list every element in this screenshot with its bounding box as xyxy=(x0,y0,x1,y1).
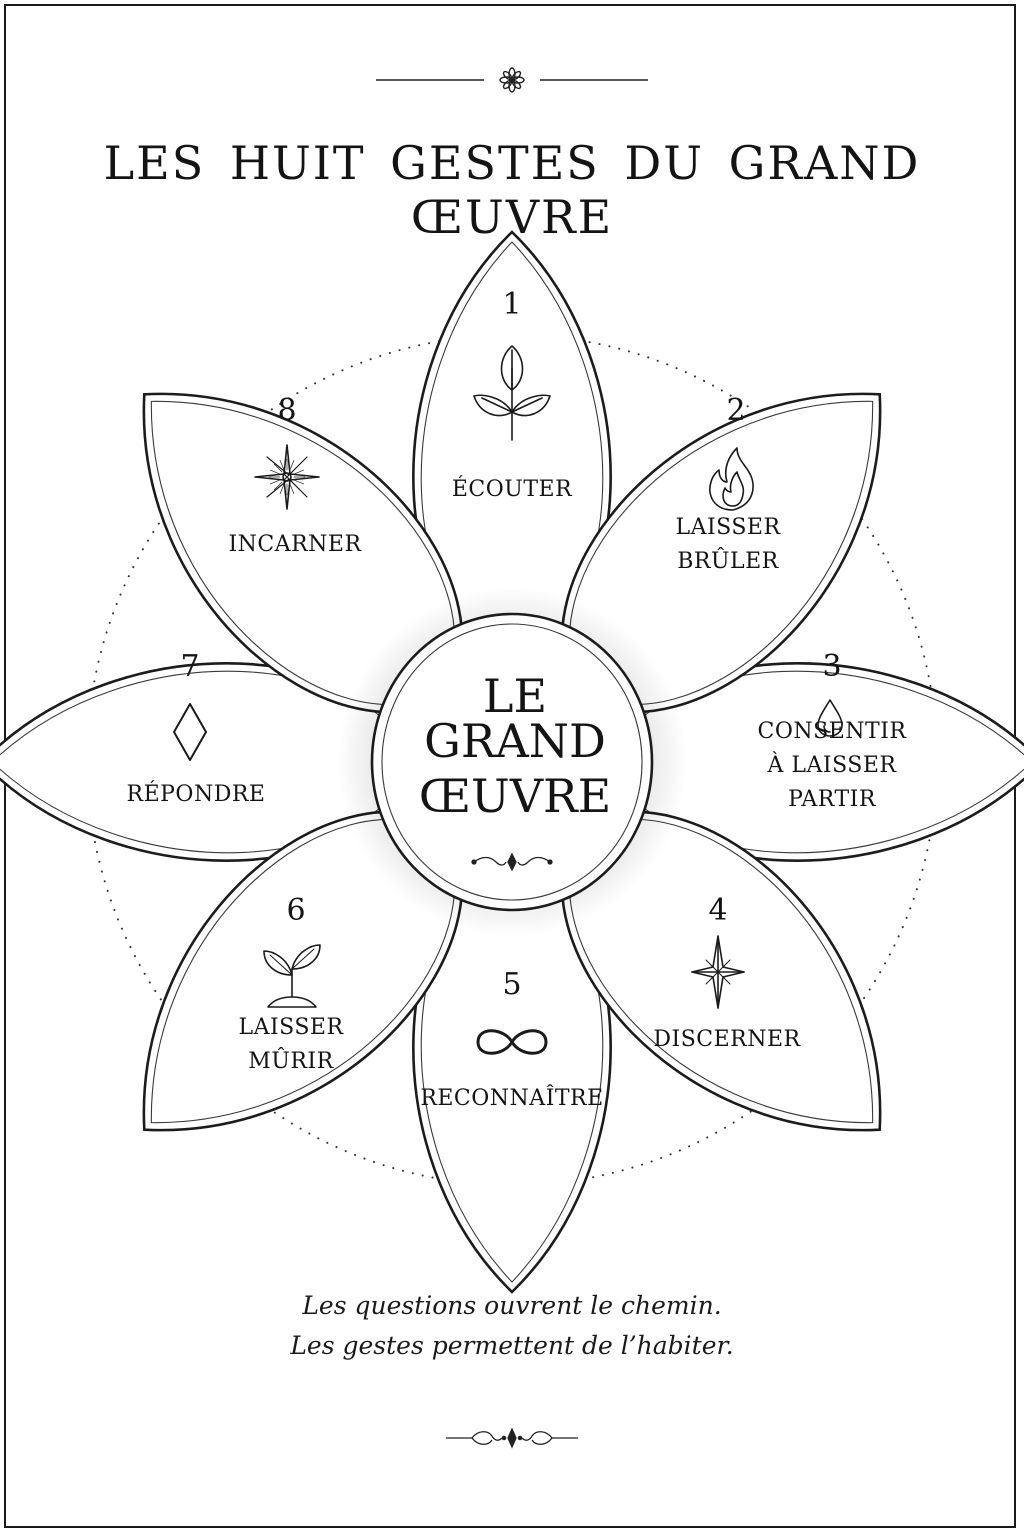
center-medallion-outer xyxy=(370,612,654,912)
petal-7-label: RÉPONDRE xyxy=(127,780,266,807)
center-line-3: ŒUVRE xyxy=(419,769,612,823)
petal-inner-outline xyxy=(150,819,455,1124)
petal-1-label: ÉCOUTER xyxy=(452,475,573,502)
flower-ornament-icon xyxy=(499,67,525,93)
bottom-flourish-icon xyxy=(446,1427,578,1449)
petal-outline xyxy=(560,392,882,714)
petal-3-label: PARTIR xyxy=(788,787,877,812)
petal-6-label: LAISSER xyxy=(238,1015,344,1040)
petal-7-number: 7 xyxy=(180,649,199,684)
petal-1-number: 1 xyxy=(502,287,521,322)
quote-line-1: Les questions ouvrent le chemin. xyxy=(302,1291,722,1320)
leaf-sprout-icon xyxy=(473,345,551,441)
center-line-1: LE xyxy=(483,669,547,723)
petals-layer xyxy=(0,230,1024,1294)
center-flourish-icon xyxy=(471,852,553,872)
infinity-icon xyxy=(476,1029,548,1055)
petal-5-label: RECONNAÎTRE xyxy=(420,1084,603,1111)
four-point-star-icon xyxy=(691,935,745,1009)
center-line-2: GRAND xyxy=(424,714,606,768)
diamond-icon xyxy=(173,703,207,761)
petal-outline xyxy=(560,810,882,1132)
petal-5-number: 5 xyxy=(502,967,521,1002)
petal-8-number: 8 xyxy=(277,393,296,428)
petal-inner-outline xyxy=(569,400,874,705)
petal-6-label: MÛRIR xyxy=(248,1047,334,1074)
petal-6 xyxy=(142,810,464,1132)
quote-line-2: Les gestes permettent de l’habiter. xyxy=(290,1331,734,1360)
petal-8 xyxy=(142,392,464,714)
petal-4-label: DISCERNER xyxy=(653,1027,801,1052)
flame-icon xyxy=(709,447,754,511)
petal-inner-outline xyxy=(150,400,455,705)
petal-outline xyxy=(142,810,464,1132)
petal-8-label: INCARNER xyxy=(228,532,362,557)
petal-4 xyxy=(560,810,882,1132)
petal-2-number: 2 xyxy=(726,393,745,428)
seedling-icon xyxy=(263,944,321,1008)
top-ornament xyxy=(376,67,648,93)
petal-4-number: 4 xyxy=(708,893,727,928)
petal-2-label: LAISSER xyxy=(675,515,781,540)
petal-3-label: CONSENTIR xyxy=(758,719,908,744)
petal-2-label: BRÛLER xyxy=(677,547,779,574)
closing-quote: Les questions ouvrent le chemin. Les ges… xyxy=(0,1286,1024,1366)
petal-outline xyxy=(142,392,464,714)
water-drop-icon xyxy=(817,699,843,737)
eight-point-star-icon xyxy=(254,444,320,510)
petal-inner-outline xyxy=(569,819,874,1124)
petal-3-number: 3 xyxy=(822,649,841,684)
petal-3-label: À LAISSER xyxy=(767,751,898,778)
petal-2 xyxy=(560,392,882,714)
petal-6-number: 6 xyxy=(286,893,305,928)
center-medallion-inner xyxy=(381,623,643,901)
